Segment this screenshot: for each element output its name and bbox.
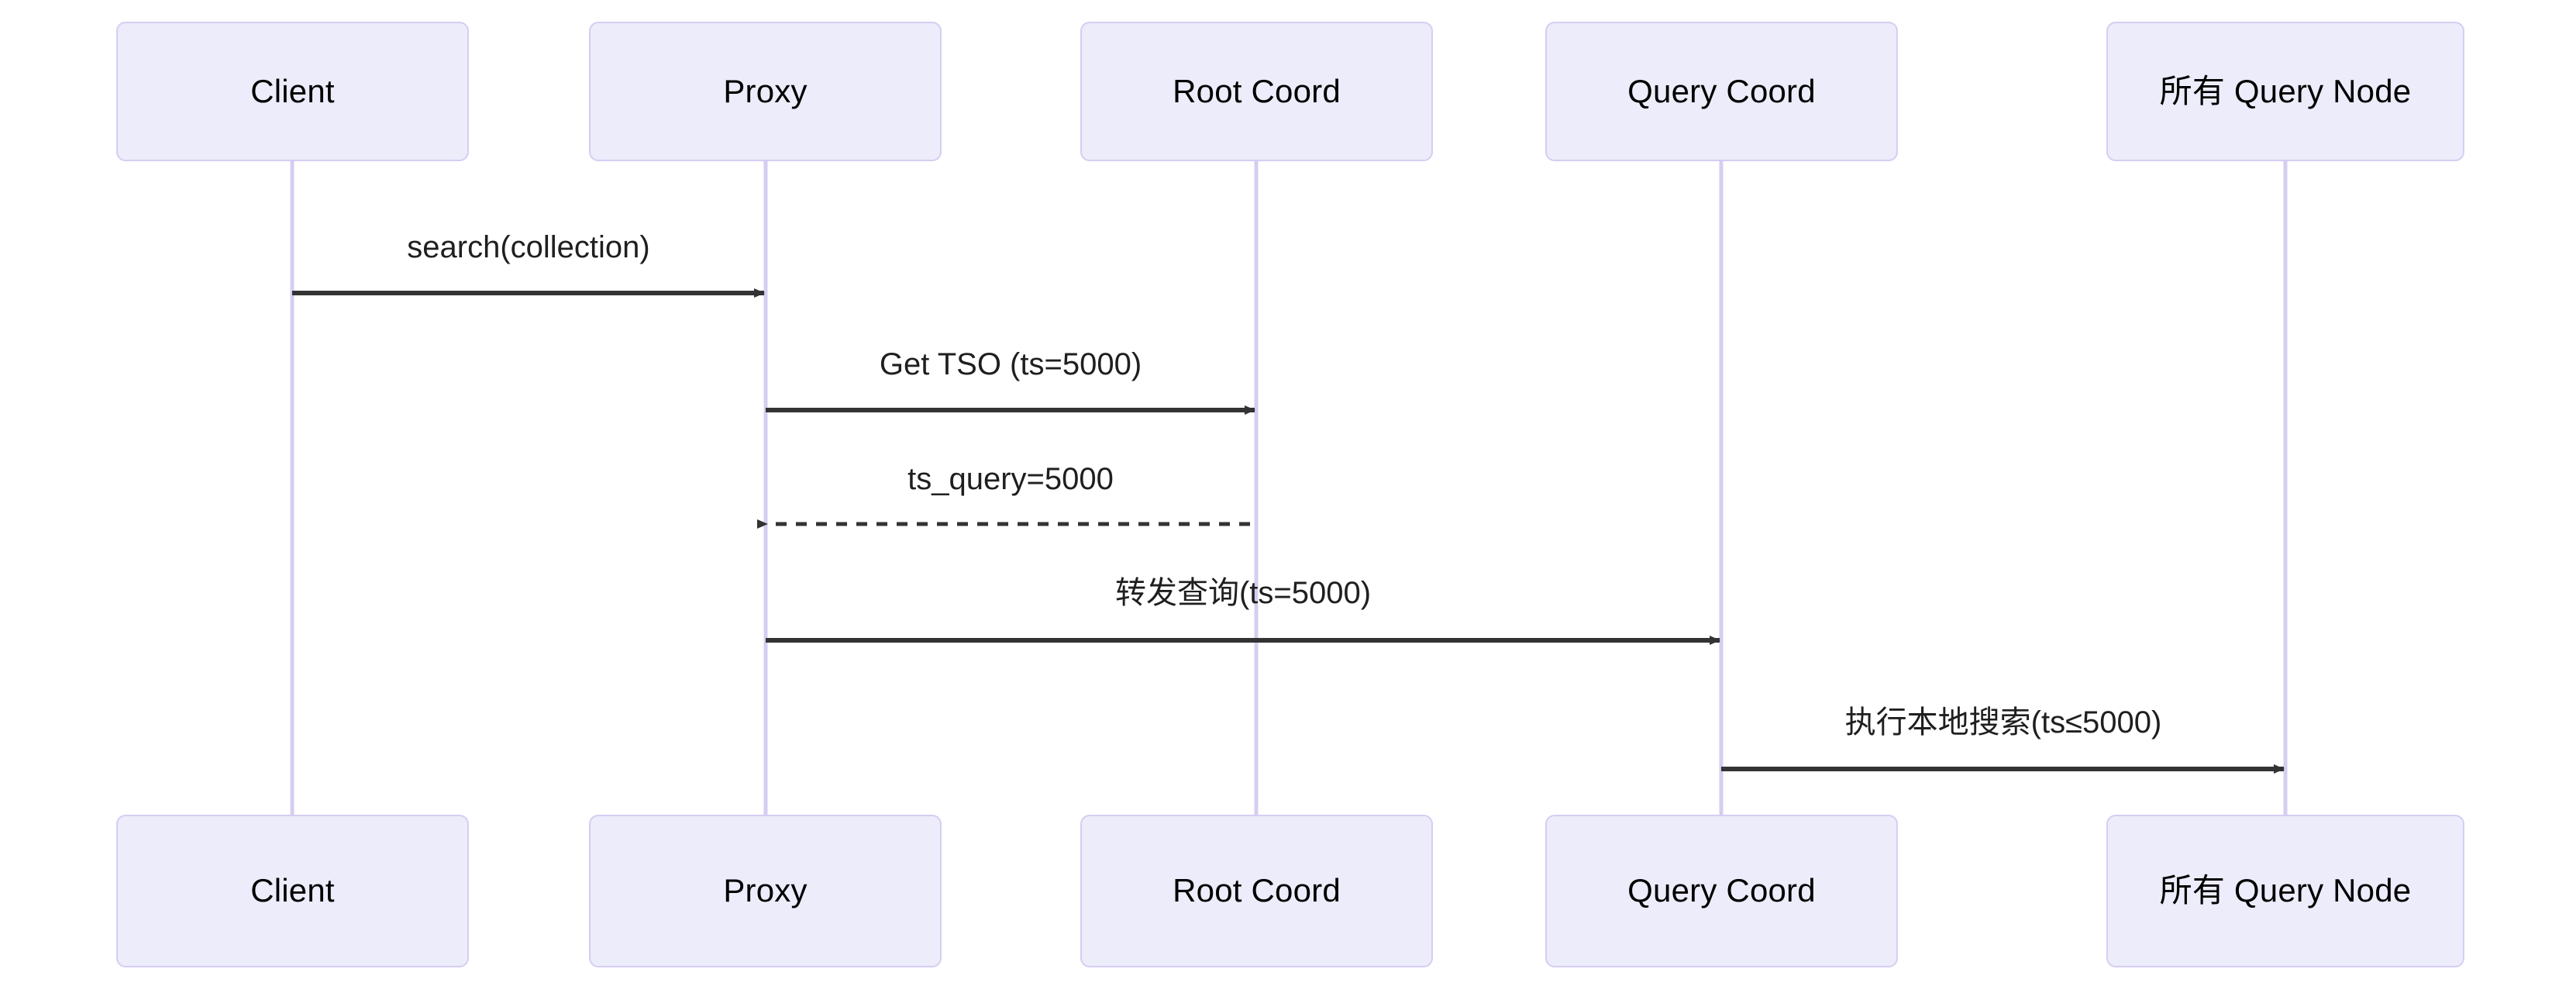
participant-box-querycoord-top[interactable]: Query Coord	[1545, 22, 1898, 161]
participant-label-querynode: 所有 Query Node	[2159, 72, 2412, 109]
participant-label-rootcoord: Root Coord	[1173, 872, 1341, 909]
message-label-5: 执行本地搜索(ts≤5000)	[1844, 705, 2162, 740]
participant-box-client-top[interactable]: Client	[116, 22, 469, 161]
participant-label-proxy: Proxy	[723, 872, 808, 909]
participant-box-querynode-bottom[interactable]: 所有 Query Node	[2106, 815, 2464, 967]
participant-label-proxy: Proxy	[723, 72, 808, 109]
participant-box-client-bottom[interactable]: Client	[116, 815, 469, 967]
message-label-2: Get TSO (ts=5000)	[879, 347, 1142, 381]
participant-label-client: Client	[250, 72, 335, 109]
lifelines-group	[290, 161, 2288, 815]
participant-box-rootcoord-top[interactable]: Root Coord	[1080, 22, 1433, 161]
participant-box-querycoord-bottom[interactable]: Query Coord	[1545, 815, 1898, 967]
message-label-4: 转发查询(ts=5000)	[1114, 576, 1372, 610]
participant-label-client: Client	[250, 872, 335, 909]
message-label-1: search(collection)	[407, 230, 650, 264]
participant-label-querycoord: Query Coord	[1627, 872, 1816, 909]
participant-box-proxy-bottom[interactable]: Proxy	[589, 815, 942, 967]
message-arrows-group	[292, 288, 2285, 774]
participant-label-querynode: 所有 Query Node	[2159, 872, 2412, 909]
participant-box-querynode-top[interactable]: 所有 Query Node	[2106, 22, 2464, 161]
participant-box-rootcoord-bottom[interactable]: Root Coord	[1080, 815, 1433, 967]
participant-box-proxy-top[interactable]: Proxy	[589, 22, 942, 161]
participant-label-querycoord: Query Coord	[1627, 72, 1816, 109]
message-label-3: ts_query=5000	[907, 462, 1114, 496]
participant-label-rootcoord: Root Coord	[1173, 72, 1341, 109]
